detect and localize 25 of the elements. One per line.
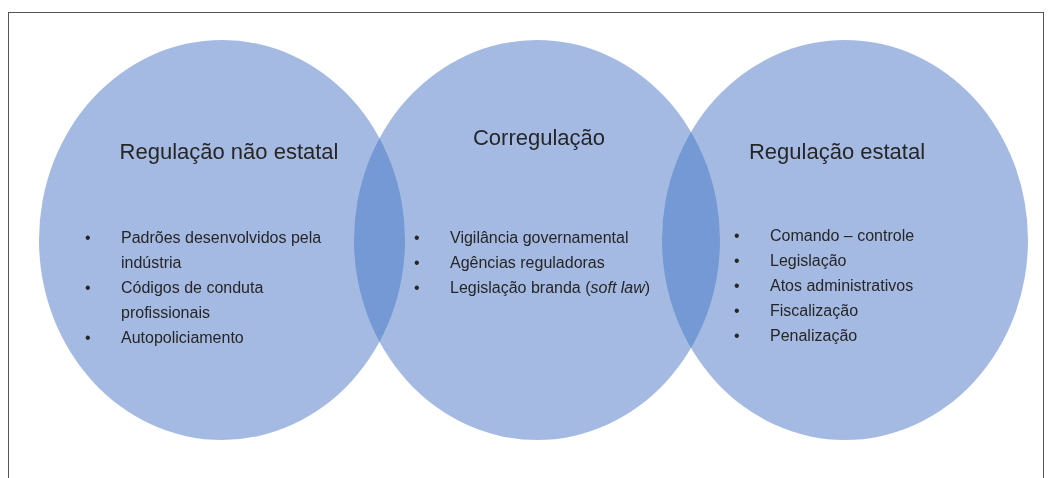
bullet-item: Atos administrativos: [770, 277, 914, 294]
circle-heading: Regulação estatal: [747, 138, 927, 166]
bullet-item: Legislação: [770, 252, 847, 269]
bullet-marker: •: [734, 326, 740, 346]
bullet-item: Vigilância governamental: [450, 229, 629, 246]
bullet-marker: •: [414, 278, 420, 298]
circle-heading: Corregulação: [471, 124, 607, 152]
bullet-marker: •: [734, 301, 740, 321]
bullet-item: Autopoliciamento: [121, 329, 244, 346]
bullet-item: Comando – controle: [770, 227, 915, 244]
bullet-marker: •: [734, 251, 740, 271]
bullet-item: Códigos de conduta profissionais: [121, 279, 264, 321]
bullet-item: Padrões desenvolvidos pela indústria: [121, 229, 322, 271]
bullet-marker: •: [414, 228, 420, 248]
bullet-item: Penalização: [770, 327, 858, 344]
bullet-item: Legislação branda (soft law): [450, 279, 651, 296]
bullet-item: Agências reguladoras: [450, 254, 605, 271]
bullet-marker: •: [85, 278, 91, 298]
bullet-marker: •: [734, 226, 740, 246]
bullet-marker: •: [414, 253, 420, 273]
bullet-marker: •: [734, 276, 740, 296]
bullet-marker: •: [85, 228, 91, 248]
circle-heading: Regulação não estatal: [118, 138, 340, 166]
bullet-item: Fiscalização: [770, 302, 859, 319]
bullet-marker: •: [85, 328, 91, 348]
